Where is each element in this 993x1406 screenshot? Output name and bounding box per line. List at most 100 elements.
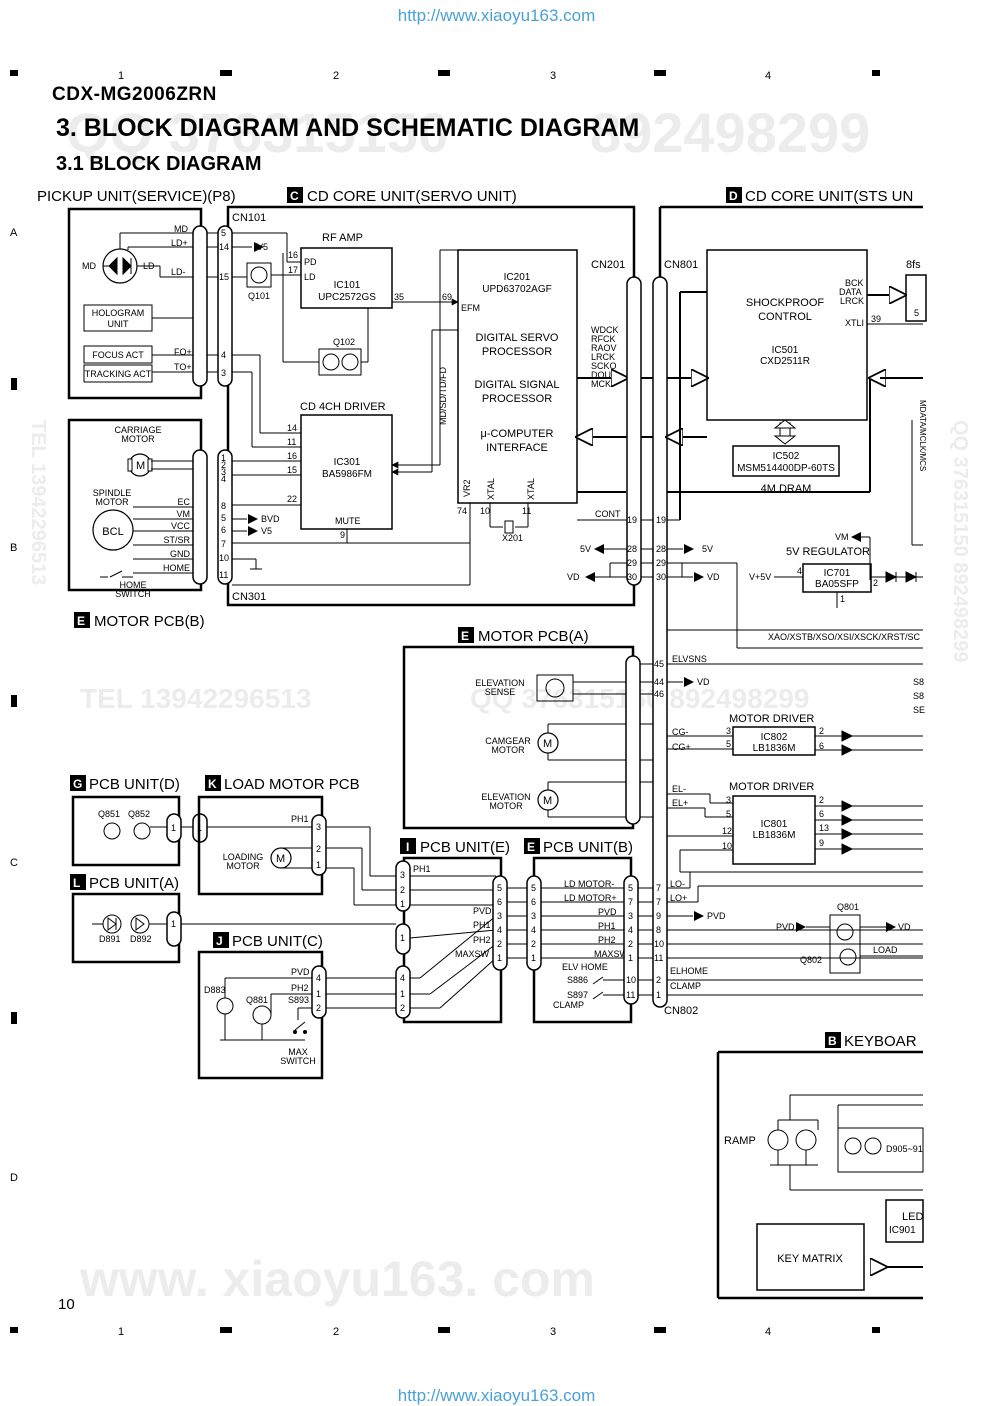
sts-vertical-signals: MDATA/MCLK/MCS <box>918 400 927 471</box>
i-right-pin-6: 6 <box>497 897 502 907</box>
ic301-pin-14: 14 <box>287 423 297 433</box>
ic301-part: BA5986FM <box>322 469 372 480</box>
unit-i-title: PCB UNIT(E) <box>420 839 510 856</box>
grid-col-1-top: 1 <box>118 70 124 82</box>
sts-xtli: XTLI <box>845 318 864 328</box>
sig-mck: MCK <box>591 379 611 389</box>
ic801-pin-3: 3 <box>726 795 731 805</box>
cn201-pin-19: 19 <box>627 515 637 525</box>
unit-e-letter-a: E <box>461 629 469 643</box>
ic201-label: IC201 <box>504 272 531 283</box>
regulator-label: 5V REGULATOR <box>786 546 870 558</box>
carriage-label-1: CARRIAGE <box>114 425 161 435</box>
ic701-pin-1: 1 <box>840 594 845 604</box>
cn801-pin-19: 19 <box>656 515 666 525</box>
ic301-pin-16: 16 <box>287 451 297 461</box>
i-left-pin-2b: 2 <box>400 1003 405 1013</box>
loading-motor-label-2: MOTOR <box>226 861 260 871</box>
cn801-label: CN801 <box>664 259 698 271</box>
sig-ec: EC <box>177 497 190 507</box>
e2-right-pin-5: 5 <box>628 883 633 893</box>
j-pin-2: 2 <box>316 1003 321 1013</box>
cn201-pin-30: 30 <box>627 572 637 582</box>
ic502-part: MSM514400DP-60TS <box>737 463 835 474</box>
e2-ph1: PH1 <box>598 921 616 931</box>
i-maxsw: MAXSW <box>455 949 490 959</box>
grid-col-2-top: 2 <box>333 70 339 82</box>
ic201-pin-11: 11 <box>522 506 531 516</box>
ic301-pin-15: 15 <box>287 465 297 475</box>
e2-elv-home: ELV HOME <box>562 962 608 972</box>
d905-label: D905~91 <box>886 1144 923 1154</box>
e2-right-pin-3: 3 <box>628 911 633 921</box>
e2-right-pin-10: 10 <box>626 975 636 985</box>
mech-bvd: BVD <box>261 514 280 524</box>
grid-col-4-bottom: 4 <box>765 1326 771 1338</box>
sts-lrck: LRCK <box>840 296 864 306</box>
e2-left-pin-3: 3 <box>531 911 536 921</box>
cn802-label: CN802 <box>664 1005 698 1017</box>
e2-right-pin-1: 1 <box>628 953 633 963</box>
i-ph2: PH2 <box>473 935 491 945</box>
sig-scko: SCKO <box>591 361 617 371</box>
elvsns-label: ELVSNS <box>672 654 707 664</box>
d891-label: D891 <box>99 934 121 944</box>
cn301-pin-5: 5 <box>221 513 226 523</box>
dsp-label-2: PROCESSOR <box>482 346 552 358</box>
ic801-pin-9: 9 <box>819 838 824 848</box>
d883-label: D883 <box>204 985 226 995</box>
motor-drivers: MOTOR DRIVER IC802 LB1836M CG- CG+ 3 5 2… <box>667 713 923 873</box>
q851-label: Q851 <box>98 809 120 819</box>
e2-left-pin-2: 2 <box>531 939 536 949</box>
bcl-label: BCL <box>102 526 123 538</box>
e2-left-pin-1: 1 <box>531 953 536 963</box>
fs-label: 8fs <box>906 259 921 271</box>
ic301-label: IC301 <box>334 457 361 468</box>
motor-a-pin-46: 46 <box>654 689 664 699</box>
spindle-label-1: SPINDLE <box>93 488 132 498</box>
unit-k-letter: K <box>208 777 217 791</box>
ic101-pin-17: 17 <box>288 265 298 275</box>
sts-data: DATA <box>839 287 862 297</box>
i-left-pin-4: 4 <box>400 973 405 983</box>
pickup-fo-label: FO+ <box>174 347 192 357</box>
ic201-part: UPD63702AGF <box>482 284 551 295</box>
cn802-pin-2: 2 <box>656 975 661 985</box>
i-right-pin-4: 4 <box>497 925 502 935</box>
ic101-pin-16: 16 <box>288 250 298 260</box>
sig-dout: DOUT <box>591 370 617 380</box>
s897-label: S897 <box>567 990 588 1000</box>
motor-a-s8-2: S8 <box>913 691 924 701</box>
grid-col-4-top: 4 <box>765 70 771 82</box>
cn201-pin-28: 28 <box>627 544 637 554</box>
cn301-pin-2: 2 <box>221 460 226 470</box>
q801-label: Q801 <box>837 902 859 912</box>
grid-col-3-top: 3 <box>550 70 556 82</box>
watermark-url-bottom[interactable]: http://www.xiaoyu163.com <box>397 1386 596 1405</box>
ic101-pd: PD <box>304 257 317 267</box>
ic701-pin-4: 4 <box>797 566 802 576</box>
watermark-url-top[interactable]: http://www.xiaoyu163.com <box>397 6 596 25</box>
md-sd-td-fd-label: MD/SD/TD/FD <box>438 367 448 425</box>
motor-driver-1-label: MOTOR DRIVER <box>729 713 814 725</box>
e2-left-pin-4: 4 <box>531 925 536 935</box>
cn802-pin-9: 9 <box>656 911 661 921</box>
servo-v5-label: V5 <box>257 242 268 252</box>
sig-lrck: LRCK <box>591 352 615 362</box>
i-right-pin-3: 3 <box>497 911 502 921</box>
i-right-pin-5: 5 <box>497 883 502 893</box>
s893-label: S893 <box>288 995 309 1005</box>
q881-label: Q881 <box>246 995 268 1005</box>
ic201-pin-69: 69 <box>442 292 452 302</box>
j-pin-1: 1 <box>316 989 321 999</box>
sts-bck: BCK <box>845 278 864 288</box>
ic802-pin-3: 3 <box>726 726 731 736</box>
camgear-motor-label-1: CAMGEAR <box>485 736 531 746</box>
servo-5v: 5V <box>580 544 591 554</box>
servo-vd: VD <box>567 572 580 582</box>
d892-label: D892 <box>130 934 152 944</box>
k-ph1: PH1 <box>291 814 309 824</box>
sig-gnd: GND <box>170 549 191 559</box>
e2-clamp: CLAMP <box>553 1000 584 1010</box>
sig-vm: VM <box>177 509 191 519</box>
